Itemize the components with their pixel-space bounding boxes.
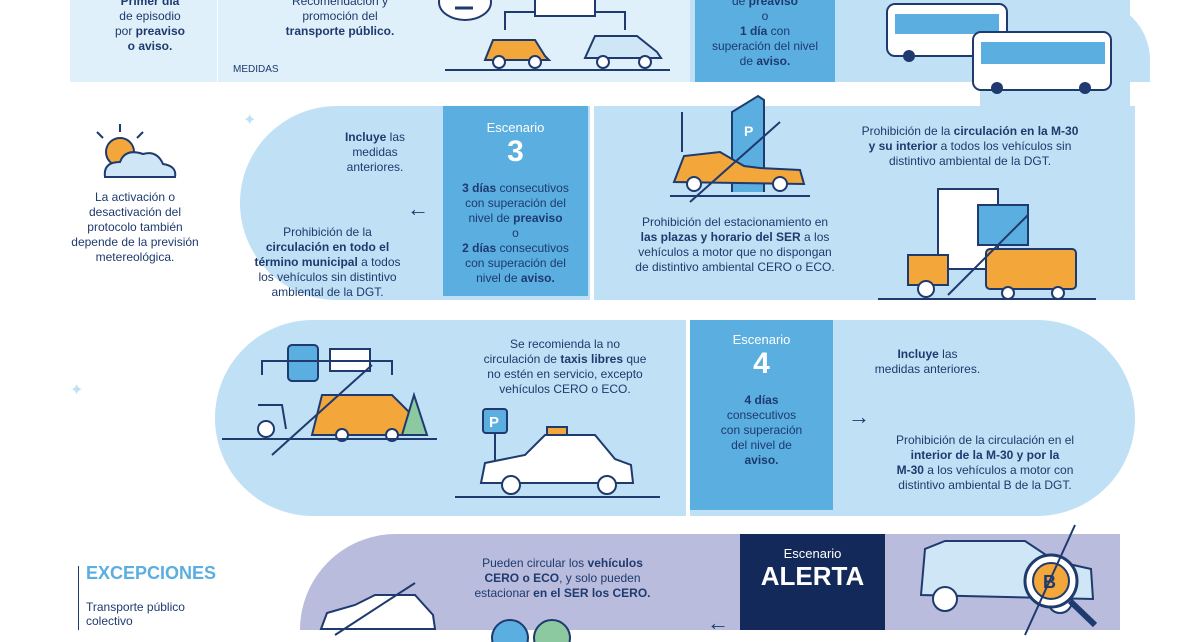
scenario4-label: Escenario bbox=[732, 332, 791, 347]
arrow-left-alerta-icon: ← bbox=[707, 610, 729, 635]
scenario3-includes: Incluye las medidas anteriores. bbox=[344, 130, 406, 174]
scenario3-number: 3 bbox=[507, 135, 524, 168]
weather-note: La activación o desactivación del protoc… bbox=[71, 190, 199, 264]
scenario2-box bbox=[695, 0, 835, 82]
scenario4-measure-m30: Prohibición de la circulación en el inte… bbox=[895, 433, 1075, 492]
scenario1-desc: Primer día de episodio por preaviso o av… bbox=[114, 0, 186, 53]
scenario3-measure-m30: Prohibición de la circulación en la M-30… bbox=[861, 124, 1079, 168]
scenario4-includes: Incluye las medidas anteriores. bbox=[874, 347, 981, 376]
scenario3-white-divider bbox=[590, 106, 594, 300]
road-white-gap-1 bbox=[360, 82, 950, 106]
sun-cloud-icon bbox=[96, 124, 177, 178]
sparkle-icon: ✦ bbox=[243, 112, 257, 129]
alerta-box: Escenario ALERTA bbox=[740, 534, 885, 630]
road-white-gap-2 bbox=[405, 300, 925, 320]
exceptions-line bbox=[78, 566, 79, 630]
eco-badges-icon bbox=[491, 619, 571, 642]
scenario2-desc: de preaviso o 1 día con superación del n… bbox=[711, 0, 819, 68]
arrow-left-icon: ← bbox=[407, 196, 429, 221]
alerta-text: Pueden circular los vehículos CERO o ECO… bbox=[474, 556, 651, 600]
exceptions-item: Transporte público colectivo bbox=[86, 600, 185, 628]
measures-text: Recomendación y promoción del transporte… bbox=[285, 0, 395, 38]
scenario3-box: Escenario 3 3 días consecutivos con supe… bbox=[443, 106, 588, 296]
sparkle-icon: ✦ bbox=[1108, 362, 1120, 378]
moto-van-icon bbox=[222, 344, 437, 456]
alerta-title: ALERTA bbox=[760, 561, 865, 591]
scenario4-number: 4 bbox=[753, 347, 770, 380]
arrow-right-icon: → bbox=[848, 404, 870, 429]
divider-line bbox=[217, 0, 218, 82]
car-badge-b-icon: B bbox=[919, 524, 1098, 636]
alerta-taxi-icon bbox=[319, 582, 437, 636]
scenario3-label: Escenario bbox=[486, 120, 545, 135]
scenario3-desc: 3 días consecutivos con superación del n… bbox=[462, 181, 569, 285]
sparkle-icon: ✦ bbox=[1125, 230, 1137, 246]
taxi-icon: P bbox=[455, 408, 660, 498]
cars-traffic-light-icon bbox=[438, 0, 670, 71]
scenario4-box: Escenario 4 4 días consecutivos con supe… bbox=[690, 320, 833, 510]
scenario3-measure-left: Prohibición de la circulación en todo el… bbox=[254, 225, 401, 299]
scenario4-desc: 4 días consecutivos con superación del n… bbox=[720, 393, 803, 467]
road-white-gap-3 bbox=[420, 516, 935, 534]
measures-label: MEDIDAS bbox=[233, 64, 279, 75]
alerta-label: Escenario bbox=[783, 546, 842, 561]
parking-meter-car-icon: P bbox=[670, 94, 810, 203]
exceptions-title: EXCEPCIONES bbox=[86, 563, 217, 583]
buses-icon bbox=[886, 3, 1112, 94]
sparkle-icon: ✦ bbox=[70, 382, 84, 399]
scenario4-taxi-text: Se recomienda la no circulación de taxis… bbox=[483, 337, 647, 396]
taxi-parking-letter: P bbox=[489, 414, 499, 431]
parking-letter: P bbox=[744, 123, 753, 139]
city-delivery-icon bbox=[878, 188, 1096, 300]
scenario4-white-divider bbox=[686, 320, 690, 516]
scenario3-measure-parking: Prohibición del estacionamiento en las p… bbox=[635, 215, 835, 274]
